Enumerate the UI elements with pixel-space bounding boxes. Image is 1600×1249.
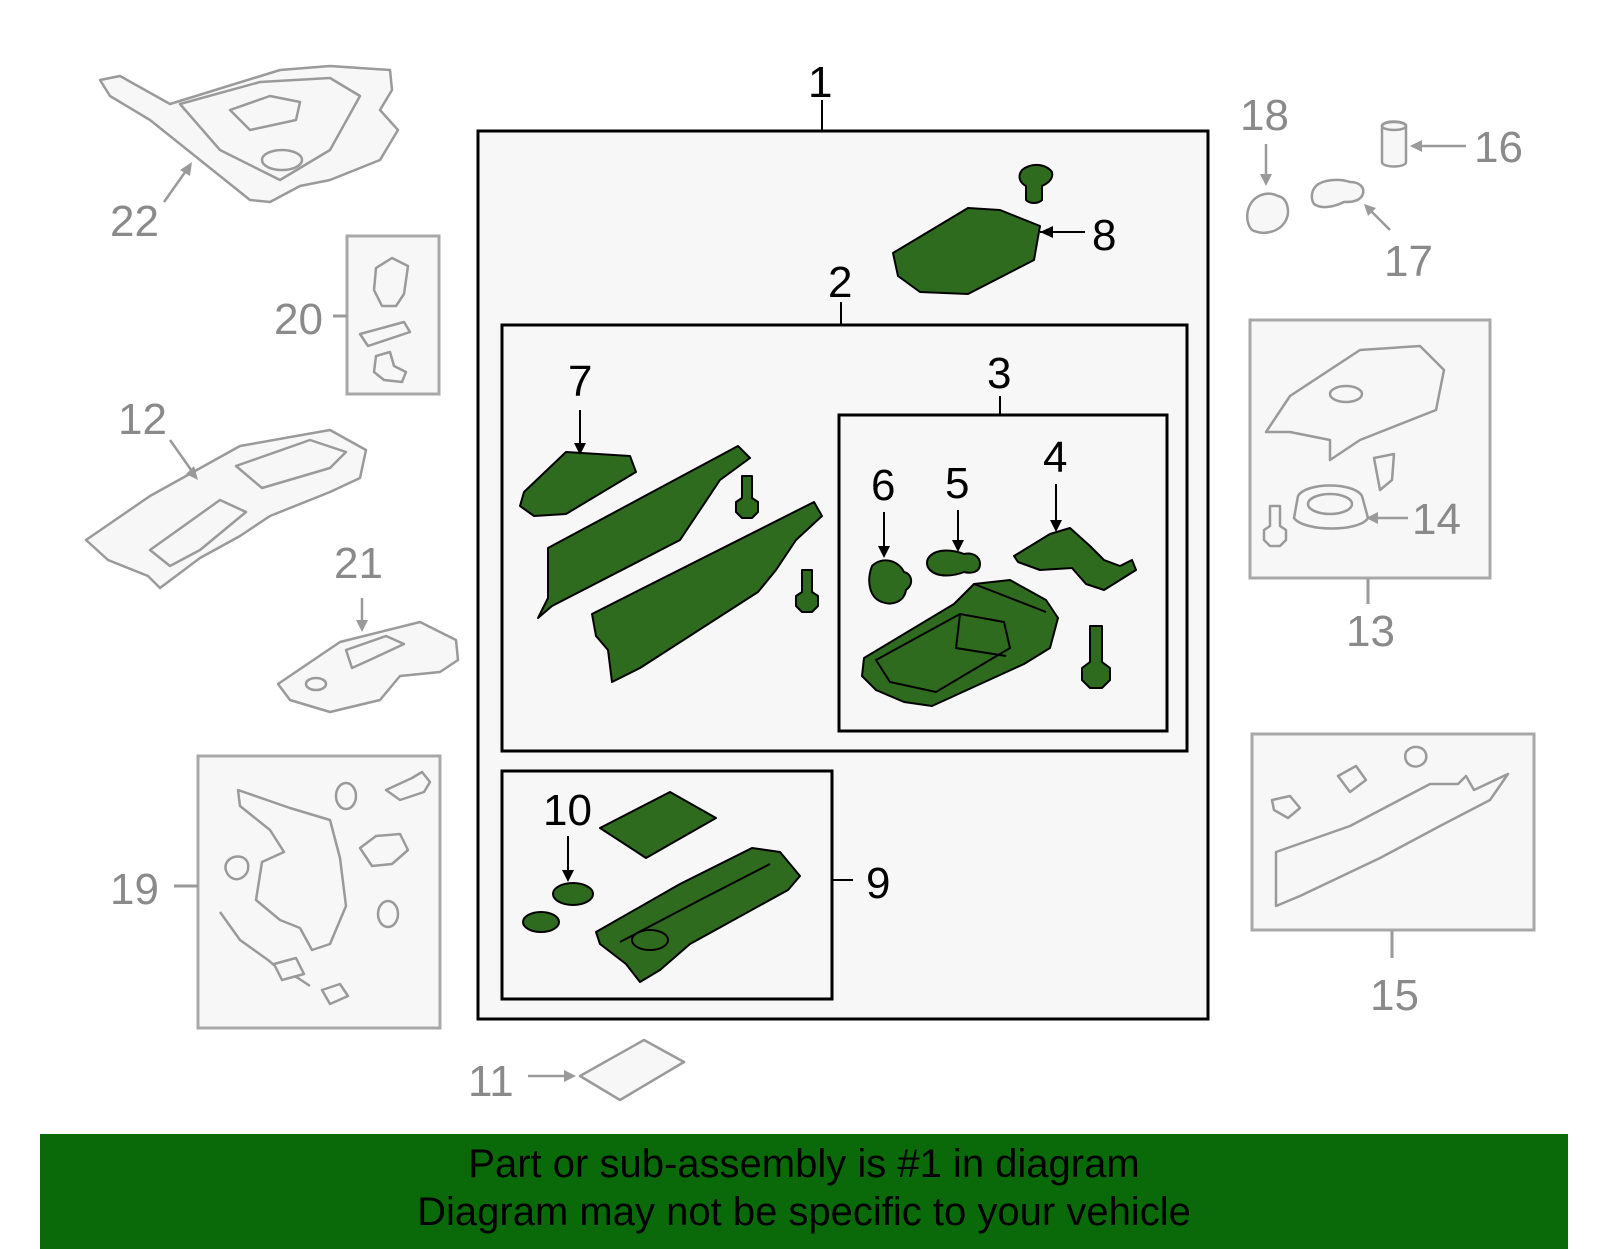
- part-16[interactable]: 16: [1380, 120, 1523, 173]
- label-4: 4: [1043, 433, 1067, 482]
- part-17[interactable]: 17: [1310, 178, 1433, 286]
- part-18[interactable]: 18: [1240, 91, 1290, 234]
- label-17: 17: [1384, 237, 1433, 286]
- part-5[interactable]: 5: [926, 459, 981, 577]
- part-3-console-base[interactable]: [861, 579, 1111, 707]
- label-3: 3: [987, 349, 1011, 398]
- part-21[interactable]: 21: [276, 539, 460, 714]
- label-8: 8: [1092, 211, 1116, 260]
- label-9: 9: [866, 859, 890, 908]
- part-12[interactable]: 12: [84, 395, 368, 590]
- label-15: 15: [1370, 971, 1419, 1020]
- sub-assembly-3[interactable]: 3: [837, 349, 1169, 733]
- label-11: 11: [468, 1057, 514, 1106]
- label-2: 2: [828, 258, 852, 307]
- part-9-tray[interactable]: [595, 847, 801, 983]
- sub-assembly-9[interactable]: 9: [500, 769, 890, 1001]
- label-13: 13: [1346, 607, 1395, 656]
- label-14: 14: [1412, 495, 1461, 544]
- part-14[interactable]: 14: [1292, 484, 1461, 545]
- label-16: 16: [1474, 123, 1523, 172]
- label-18: 18: [1240, 91, 1289, 140]
- label-7: 7: [568, 357, 592, 406]
- label-21: 21: [334, 539, 383, 588]
- label-20: 20: [274, 295, 323, 344]
- label-22: 22: [110, 197, 159, 246]
- footer-line-1: Part or sub-assembly is #1 in diagram: [468, 1142, 1140, 1186]
- part-7-side-panels[interactable]: 7: [519, 357, 823, 683]
- part-8-armrest-lid[interactable]: 8: [892, 164, 1116, 295]
- part-15[interactable]: 15: [1250, 732, 1536, 1020]
- footer-banner: Part or sub-assembly is #1 in diagram Di…: [40, 1134, 1568, 1249]
- sub-assembly-2[interactable]: 2: [500, 258, 1189, 753]
- label-19: 19: [110, 865, 159, 914]
- label-5: 5: [945, 459, 969, 508]
- part-11[interactable]: 11: [468, 1038, 686, 1106]
- part-4-bracket[interactable]: 4: [1013, 433, 1137, 591]
- part-10-mats[interactable]: 10: [522, 786, 717, 933]
- part-19[interactable]: 19: [110, 754, 442, 1030]
- part-13[interactable]: 13: [1248, 318, 1492, 656]
- label-10: 10: [543, 786, 592, 835]
- footer-line-2: Diagram may not be specific to your vehi…: [417, 1190, 1191, 1234]
- part-6[interactable]: 6: [868, 461, 912, 605]
- label-1: 1: [808, 58, 832, 107]
- label-6: 6: [871, 461, 895, 510]
- label-12: 12: [118, 395, 167, 444]
- part-22[interactable]: 22: [98, 64, 400, 246]
- part-20[interactable]: 20: [274, 234, 441, 396]
